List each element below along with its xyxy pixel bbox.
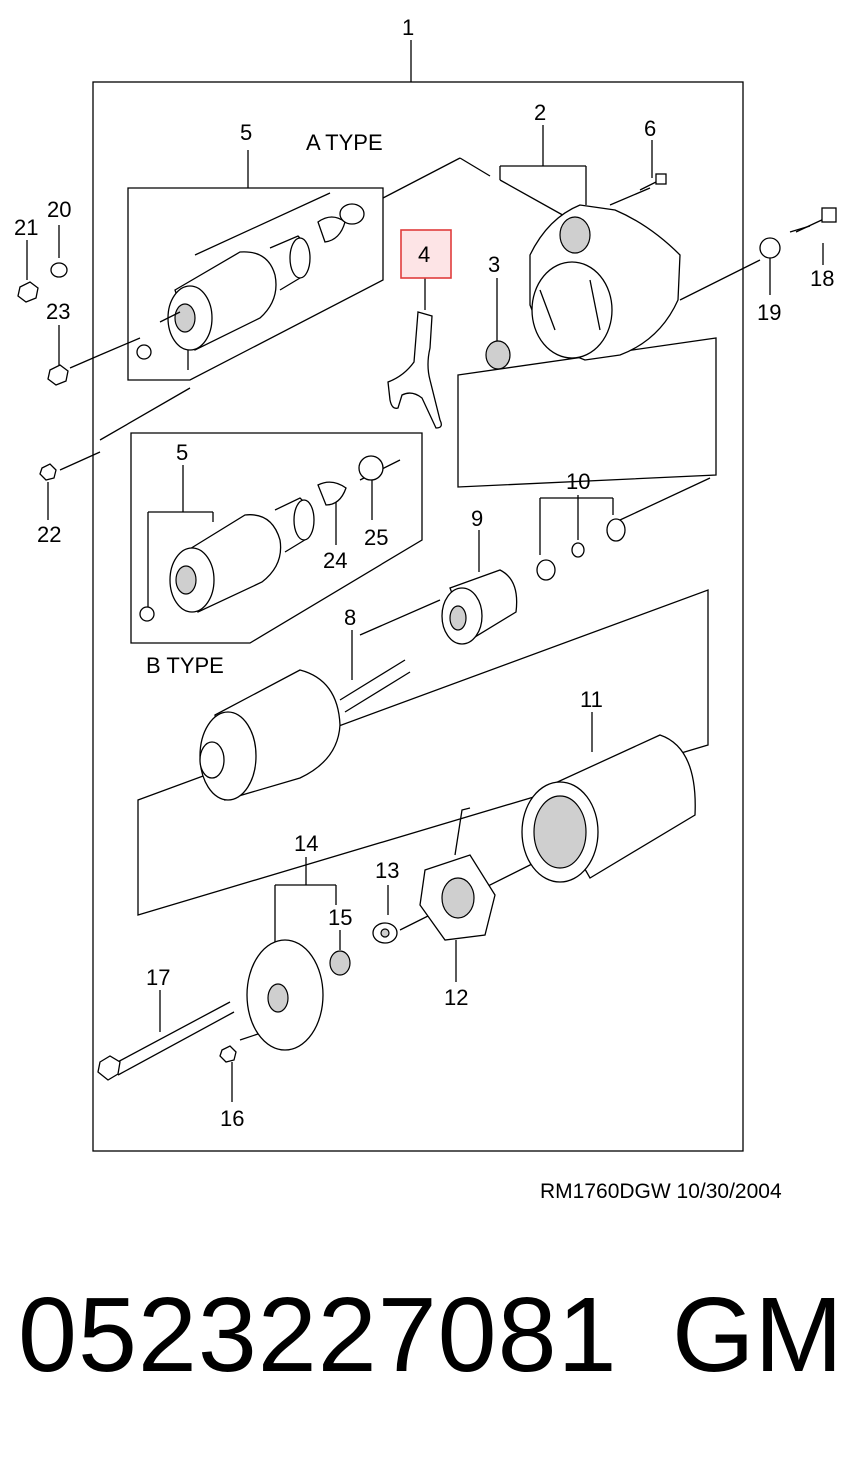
brush-holder-12 [419,807,496,941]
bushing-3 [485,340,511,370]
callout-3: 3 [488,252,500,277]
type-a-box [127,187,384,381]
callout-22: 22 [37,522,61,547]
brand-name: GM [672,1276,843,1394]
callout-19: 19 [757,300,781,325]
callout-25: 25 [364,525,388,550]
callout-15: 15 [328,905,352,930]
callout-12: 12 [444,985,468,1010]
nut-21 [17,281,39,303]
nut-23 [47,364,69,386]
callout-13: 13 [375,858,399,883]
callout-5-a: 5 [240,120,252,145]
washer-13 [372,922,398,944]
callout-14: 14 [294,831,318,856]
callout-4: 4 [418,242,430,267]
plunger-a-type [317,203,365,243]
bushing-15 [329,950,351,976]
highlight-part-4 [400,229,452,279]
bolt-6 [639,173,667,191]
washer-20 [50,262,68,278]
pinion-clutch-9 [441,569,518,645]
bolt-18 [795,207,837,233]
callout-9: 9 [471,506,483,531]
callout-24: 24 [323,548,347,573]
callout-1: 1 [402,15,414,40]
callout-17: 17 [146,965,170,990]
type-a-label: A TYPE [306,130,383,155]
commutator-end-frame-14 [246,939,324,1051]
drive-end-housing [529,204,681,361]
callout-11: 11 [580,687,603,712]
stop-collar-10 [536,518,626,581]
nut-22 [39,463,57,481]
callout-23: 23 [46,299,70,324]
type-b-label: B TYPE [146,653,224,678]
drawing-reference: RM1760DGW 10/30/2004 [540,1180,782,1203]
type-b-box [130,432,423,644]
callout-21: 21 [14,215,38,240]
callout-5-b: 5 [176,440,188,465]
callout-18: 18 [810,266,834,291]
part-number: 0523227081 [18,1276,618,1394]
shift-lever [387,311,442,429]
callout-6: 6 [644,116,656,141]
callout-16: 16 [220,1106,244,1131]
bush-19 [759,237,781,259]
yoke-11 [521,734,696,883]
through-bolt-17 [97,1001,235,1081]
callout-10: 10 [566,469,590,494]
callout-20: 20 [47,197,71,222]
solenoid-b-type [139,497,315,622]
plunger-spring-24 [317,481,347,506]
callout-8: 8 [344,605,356,630]
screw-16 [219,1045,237,1063]
assembly-frame [92,81,744,1152]
armature-8 [199,659,411,801]
solenoid-a-type [136,235,311,360]
callout-2: 2 [534,100,546,125]
cap-25 [358,455,384,481]
